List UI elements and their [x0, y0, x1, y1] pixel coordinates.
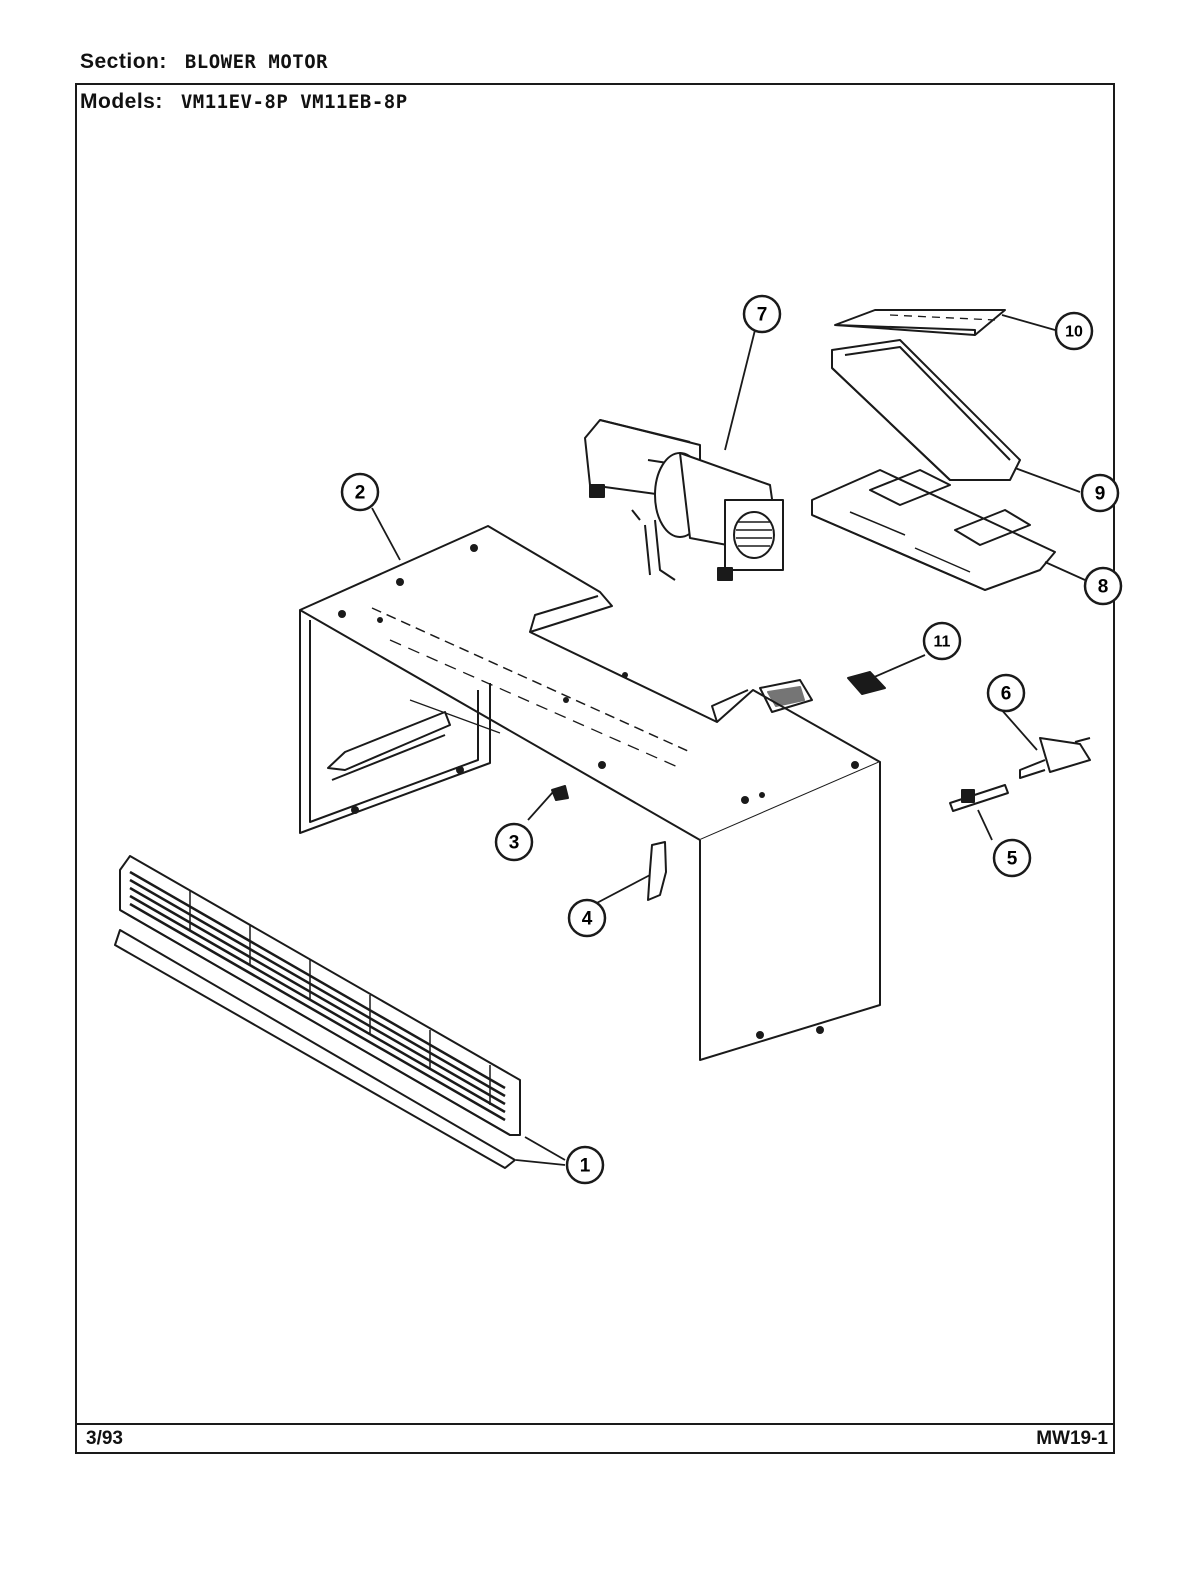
- callout-2: 2: [340, 472, 380, 512]
- callout-8-label: 8: [1098, 577, 1109, 598]
- callout-10: 10: [1054, 311, 1094, 351]
- cabinet-wrapper-part: [299, 525, 881, 1061]
- blower-motor-part: [584, 419, 784, 581]
- duct-tray-part: [831, 339, 1021, 481]
- callout-3: 3: [494, 822, 534, 862]
- page-code: MW19-1: [1036, 1428, 1108, 1449]
- callout-1-label: 1: [580, 1156, 591, 1177]
- diagram-frame: [75, 83, 1115, 1454]
- callout-11-label: 11: [934, 634, 951, 651]
- callout-11: 11: [922, 621, 962, 661]
- models-header: Models: VM11EV-8P VM11EB-8P: [80, 90, 408, 114]
- cover-plate-part: [834, 309, 1006, 336]
- section-label: Section:: [80, 50, 167, 73]
- callout-9: 9: [1080, 473, 1120, 513]
- models-label: Models:: [80, 90, 163, 113]
- callout-5: 5: [992, 838, 1032, 878]
- grille-part: [114, 855, 521, 1169]
- callout-2-label: 2: [355, 483, 366, 504]
- bracket-part: [647, 841, 667, 901]
- models-value: VM11EV-8P VM11EB-8P: [180, 91, 408, 113]
- callout-8: 8: [1083, 566, 1123, 606]
- callout-1: 1: [565, 1145, 605, 1185]
- callout-6: 6: [986, 673, 1026, 713]
- callout-4: 4: [567, 898, 607, 938]
- callout-3-label: 3: [509, 833, 520, 854]
- callout-5-label: 5: [1007, 849, 1018, 870]
- callout-9-label: 9: [1095, 484, 1106, 505]
- clip-part: [551, 785, 569, 801]
- switch-part: [847, 671, 886, 695]
- footer-divider: [75, 1423, 1115, 1425]
- callout-10-label: 10: [1065, 324, 1083, 341]
- section-header: Section: BLOWER MOTOR: [80, 50, 328, 74]
- power-cord-part: [1019, 737, 1091, 779]
- callout-7-label: 7: [757, 305, 768, 326]
- base-plate-part: [811, 469, 1056, 591]
- callout-4-label: 4: [582, 909, 593, 930]
- strain-relief-part: [949, 784, 1009, 812]
- date-code: 3/93: [86, 1428, 123, 1449]
- callout-6-label: 6: [1001, 684, 1012, 705]
- callout-7: 7: [742, 294, 782, 334]
- section-value: BLOWER MOTOR: [184, 51, 329, 73]
